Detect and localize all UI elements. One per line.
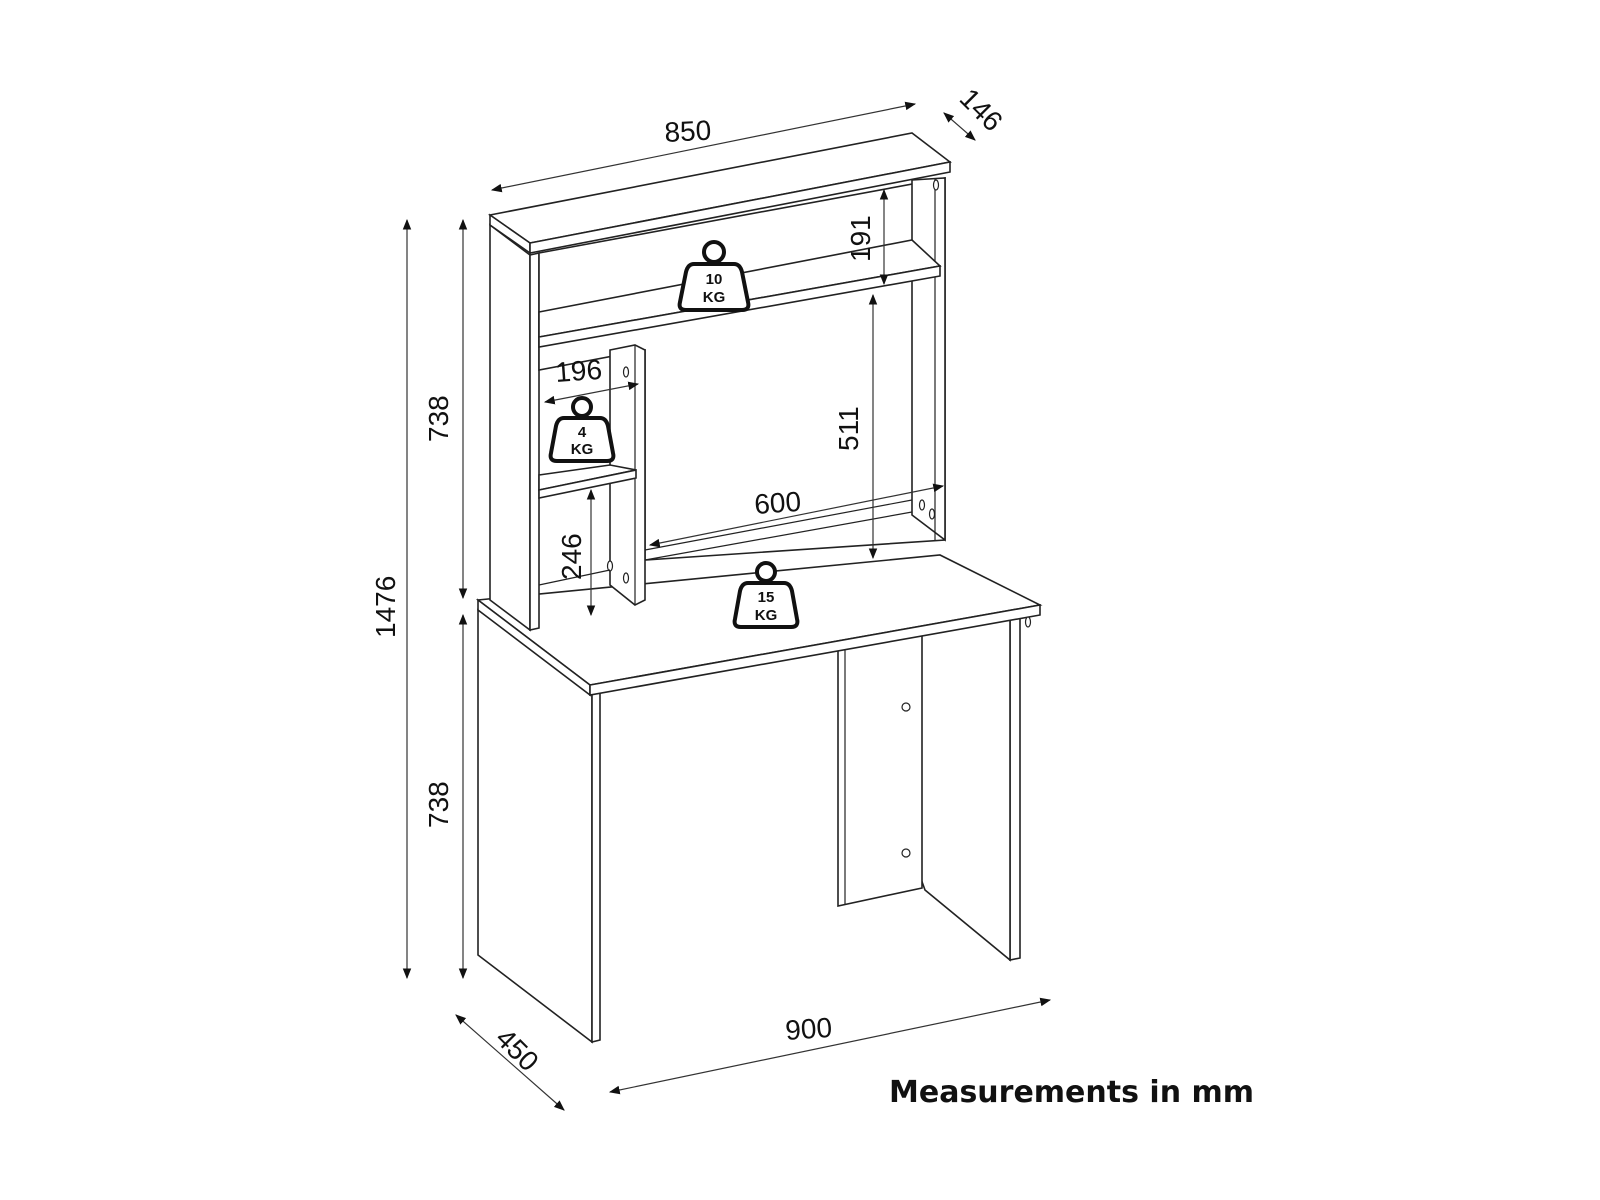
weight-icon-10kg: 10 KG — [677, 240, 751, 312]
dim-label-desk-depth: 450 — [490, 1022, 545, 1077]
dim-line-850 — [490, 101, 917, 193]
desk-right-panel-edge — [1009, 606, 1021, 961]
desk-inner-panel — [837, 630, 923, 907]
hutch-right-panel — [911, 177, 946, 542]
dim-line-600 — [648, 483, 945, 548]
desk-left-panel-edge — [591, 686, 601, 1044]
cam-hole — [901, 848, 911, 858]
dim-label-hutch-opening-width: 600 — [753, 486, 802, 520]
dim-label-hutch-opening-height: 511 — [833, 406, 864, 451]
dim-line-450 — [455, 1014, 565, 1111]
dim-label-total-height: 1476 — [370, 576, 401, 638]
weight-icon-15kg: 15 KG — [732, 561, 800, 629]
weight-value: 15 — [758, 589, 775, 606]
weight-icon-4kg: 4 KG — [548, 396, 616, 463]
weight-unit: KG — [755, 607, 778, 624]
dim-label-top-shelf-height: 191 — [845, 215, 876, 262]
dim-line-900 — [608, 997, 1052, 1095]
weight-unit: KG — [571, 441, 594, 458]
dim-line-146 — [943, 112, 976, 141]
dimension-lines — [402, 101, 1052, 1111]
dimension-labels: 850 146 191 196 511 600 246 738 1476 738… — [370, 82, 1009, 1077]
desktop-edge-front — [589, 604, 1041, 696]
units-caption: Measurements in mm — [889, 1075, 1254, 1110]
weight-unit: KG — [703, 289, 726, 306]
cam-hole — [901, 702, 911, 712]
dim-label-desk-width: 900 — [784, 1012, 833, 1046]
dim-label-desk-height: 738 — [423, 781, 454, 828]
dim-label-hutch-height: 738 — [423, 395, 454, 442]
dim-label-side-compartment-width: 196 — [554, 354, 603, 388]
dim-label-hutch-width: 850 — [664, 115, 712, 148]
hutch — [487, 132, 952, 632]
weight-value: 10 — [706, 271, 723, 288]
weight-value: 4 — [578, 424, 587, 441]
dim-label-lower-compartment-height: 246 — [556, 533, 587, 580]
hutch-left-panel — [489, 223, 531, 632]
dim-line-196 — [543, 381, 640, 405]
